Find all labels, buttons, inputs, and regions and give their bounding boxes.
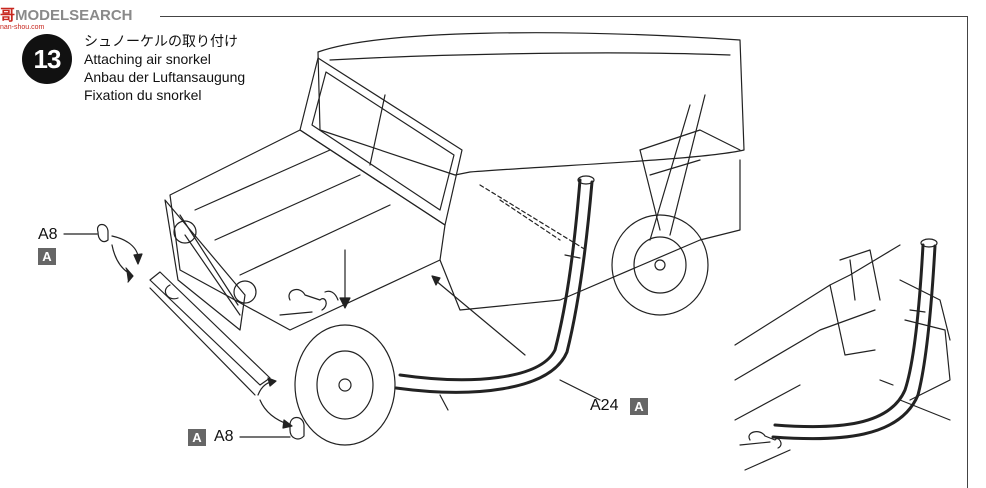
guide-dashed [479,184,587,251]
bumper-lower [149,287,256,396]
title-english: Attaching air snorkel [84,51,211,67]
frame-right-border [967,16,968,488]
windshield-frame [299,57,463,226]
step-titles: シュノーケルの取り付け Attaching air snorkel Anbau … [84,32,245,104]
inset-detail-view [734,238,951,471]
title-japanese: シュノーケルの取り付け [84,33,238,49]
step-number: 13 [33,43,62,74]
title-french: Fixation du snorkel [84,87,202,103]
front-bumper [149,271,271,386]
rear-bed [639,129,741,176]
body-side [439,159,741,311]
canvas-roof [317,32,745,176]
watermark-subtext: nan-shou.com [0,24,45,31]
badge-a8-bottom: A [188,429,206,446]
air-intake [288,288,327,311]
front-wheel [294,324,396,446]
title-german: Anbau der Luftansaugung [84,69,246,85]
tow-hook [164,284,179,300]
windshield-inner [311,71,455,211]
label-a24: A24 [590,397,619,414]
rear-wheel [611,214,709,316]
label-a8-top: A8 [38,226,58,243]
badge-a8-top: A [38,248,56,265]
label-a8-bottom: A8 [214,428,234,445]
leader-a24 [559,379,601,401]
step-number-badge: 13 [22,34,72,84]
frame-top-border [160,16,968,17]
grille [164,199,246,331]
part-a8-top [96,223,109,243]
part-a8-bottom [289,416,305,440]
roof-seam [329,52,731,61]
badge-a24: A [630,398,648,415]
snorkel-pipe [398,178,582,382]
watermark-logo: 哥MODELSEARCH [0,7,133,24]
arrow-snorkel [434,279,526,356]
